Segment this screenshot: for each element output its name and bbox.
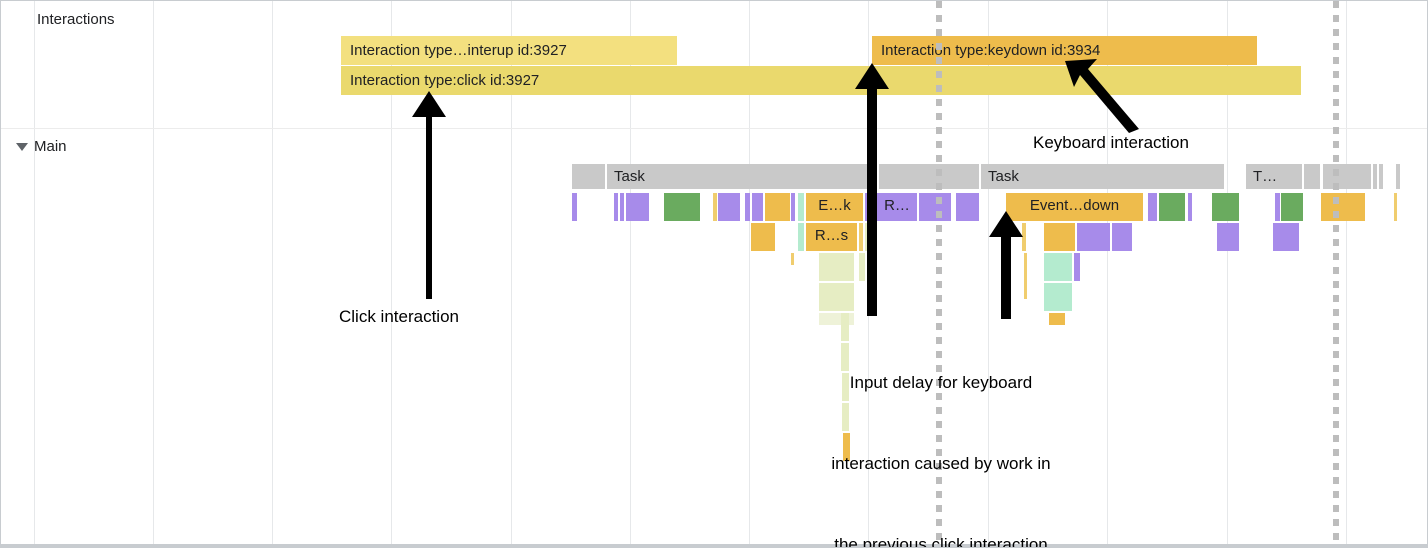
input-delay-arrow-right: [989, 211, 1023, 319]
task-block[interactable]: Task: [607, 164, 875, 189]
task-label: T…: [1253, 168, 1278, 185]
event-block[interactable]: [1049, 313, 1065, 325]
input-delay-line-2: interaction caused by work in: [831, 454, 1051, 473]
event-block[interactable]: [791, 253, 794, 265]
event-block[interactable]: [1077, 223, 1110, 251]
event-block[interactable]: [791, 193, 795, 221]
event-block[interactable]: [842, 403, 849, 431]
event-block[interactable]: [1217, 223, 1239, 251]
panel-bottom-border: [1, 544, 1427, 547]
event-block[interactable]: [1188, 193, 1192, 221]
gridline: [1227, 1, 1228, 547]
event-block[interactable]: [843, 433, 850, 461]
task-block[interactable]: [1323, 164, 1371, 189]
task-block[interactable]: [572, 164, 605, 189]
track-label-interactions: Interactions: [37, 11, 115, 28]
event-block[interactable]: [841, 313, 849, 341]
event-block[interactable]: [919, 193, 951, 221]
event-block[interactable]: [718, 193, 740, 221]
time-marker-line: [936, 1, 942, 547]
event-block[interactable]: E…k: [806, 193, 863, 221]
event-block[interactable]: [842, 373, 849, 401]
gridline: [630, 1, 631, 547]
event-label: E…k: [818, 197, 851, 214]
event-label: Event…down: [1029, 197, 1120, 214]
event-block[interactable]: [1273, 223, 1299, 251]
event-block[interactable]: [859, 253, 865, 281]
event-block[interactable]: [1022, 223, 1026, 251]
click-interaction-arrow: [412, 91, 446, 299]
event-block[interactable]: [1044, 283, 1072, 311]
event-block[interactable]: [626, 193, 649, 221]
task-block[interactable]: Task: [981, 164, 1224, 189]
event-block[interactable]: [1148, 193, 1157, 221]
gridline: [988, 1, 989, 547]
track-label-main: Main: [34, 138, 67, 155]
task-block[interactable]: [1379, 164, 1383, 189]
input-delay-line-1: Input delay for keyboard: [849, 373, 1033, 392]
gridline: [34, 1, 35, 547]
event-block[interactable]: [1112, 223, 1132, 251]
task-block[interactable]: [1373, 164, 1377, 189]
event-block[interactable]: [751, 223, 775, 251]
gridline: [391, 1, 392, 547]
event-block[interactable]: [1275, 193, 1280, 221]
gridline: [511, 1, 512, 547]
event-block[interactable]: R…s: [806, 223, 857, 251]
event-block[interactable]: [841, 343, 849, 371]
track-separator: [1, 128, 1427, 129]
gridline: [272, 1, 273, 547]
event-block[interactable]: [798, 223, 804, 251]
event-block[interactable]: [620, 193, 624, 221]
task-block[interactable]: [1304, 164, 1320, 189]
event-block[interactable]: [1394, 193, 1397, 221]
event-block[interactable]: [1074, 253, 1080, 281]
interaction-bar-click[interactable]: Interaction type:click id:3927: [341, 66, 1301, 95]
task-block[interactable]: [879, 164, 979, 189]
gridline: [749, 1, 750, 547]
input-delay-arrow-left: [855, 63, 889, 316]
event-block[interactable]: [745, 193, 750, 221]
event-block[interactable]: [798, 193, 804, 221]
task-block[interactable]: T…: [1246, 164, 1302, 189]
keyboard-interaction-annotation: Keyboard interaction: [1033, 133, 1189, 152]
event-block[interactable]: R…: [877, 193, 917, 221]
event-block[interactable]: [1321, 193, 1365, 221]
time-marker-line: [1333, 1, 1339, 547]
event-block[interactable]: [752, 193, 763, 221]
event-block[interactable]: [572, 193, 577, 221]
input-delay-annotation: Input delay for keyboard interaction cau…: [783, 315, 1099, 548]
event-block[interactable]: [1159, 193, 1185, 221]
chevron-down-icon[interactable]: [16, 143, 28, 151]
event-block[interactable]: [859, 223, 863, 251]
task-block[interactable]: [1396, 164, 1400, 189]
task-label: Task: [614, 168, 645, 185]
event-block[interactable]: [956, 193, 979, 221]
gridline: [1346, 1, 1347, 547]
event-block[interactable]: [614, 193, 618, 221]
event-label: R…: [884, 197, 910, 214]
event-block[interactable]: [713, 193, 717, 221]
keyboard-interaction-arrow: [1065, 59, 1139, 133]
gridline: [1107, 1, 1108, 547]
event-block[interactable]: [1212, 193, 1239, 221]
event-block[interactable]: [765, 193, 790, 221]
event-label: R…s: [814, 227, 849, 244]
event-block[interactable]: [1044, 253, 1072, 281]
event-block[interactable]: [1281, 193, 1303, 221]
input-delay-line-3: the previous click interaction: [834, 535, 1048, 548]
task-label: Task: [988, 168, 1019, 185]
gridline: [153, 1, 154, 547]
event-block[interactable]: Event…down: [1006, 193, 1143, 221]
event-block[interactable]: [1024, 253, 1027, 299]
click-interaction-annotation: Click interaction: [339, 307, 459, 326]
event-block[interactable]: [819, 283, 854, 311]
event-block[interactable]: [664, 193, 700, 221]
event-block[interactable]: [819, 253, 854, 281]
interaction-bar-pointerup[interactable]: Interaction type…interup id:3927: [341, 36, 677, 65]
event-block[interactable]: [1044, 223, 1075, 251]
